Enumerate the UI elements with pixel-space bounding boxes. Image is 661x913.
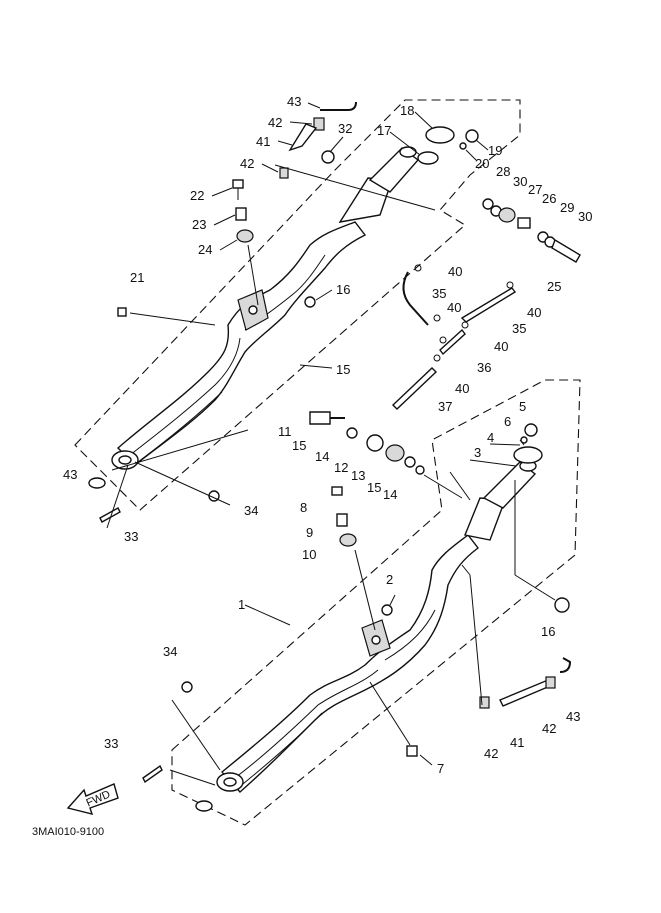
callout-42: 42 xyxy=(484,746,498,761)
callout-7: 7 xyxy=(437,761,444,776)
callout-5: 5 xyxy=(519,399,526,414)
callout-31: 30 xyxy=(513,174,527,189)
callout-43: 43 xyxy=(287,94,301,109)
callout-24: 22 xyxy=(190,188,204,203)
callout-41: 41 xyxy=(256,134,270,149)
callout-15: 15 xyxy=(367,480,381,495)
callout-38: 36 xyxy=(477,360,491,375)
callout-15: 15 xyxy=(292,438,306,453)
callout-11: 11 xyxy=(278,424,292,439)
callout-42: 42 xyxy=(240,156,254,171)
callout-31: 30 xyxy=(578,209,592,224)
callout-36: 35 xyxy=(512,321,526,336)
callout-35: 43 xyxy=(63,467,77,482)
callout-4: 4 xyxy=(487,430,494,445)
callout-21: 19 xyxy=(488,143,502,158)
callout-14: 14 xyxy=(383,487,397,502)
callout-39: 37 xyxy=(438,399,452,414)
callout-labels: 43 42 32 41 42 18 17 19 20 28 30 27 26 2… xyxy=(32,94,592,838)
callout-2: 2 xyxy=(386,572,393,587)
callout-37: 35 xyxy=(432,286,446,301)
callout-26: 24 xyxy=(198,242,212,257)
callout-42: 42 xyxy=(542,721,556,736)
callout-9: 9 xyxy=(306,525,313,540)
callout-18: 16 xyxy=(336,282,350,297)
callout-32: 32 xyxy=(338,121,352,136)
callout-23: 21 xyxy=(130,270,144,285)
callout-14: 14 xyxy=(315,449,329,464)
callout-40: 40 xyxy=(447,300,461,315)
lower-muffler-assembly xyxy=(171,379,581,826)
callout-6: 6 xyxy=(504,414,511,429)
callout-3: 3 xyxy=(474,445,481,460)
callout-12: 12 xyxy=(334,460,348,475)
callout-34: 34 xyxy=(244,503,258,518)
callout-28: 26 xyxy=(542,191,556,206)
callout-43: 43 xyxy=(566,709,580,724)
callout-19: 17 xyxy=(377,123,391,138)
callout-13: 13 xyxy=(351,468,365,483)
callout-40: 40 xyxy=(455,381,469,396)
callout-42: 42 xyxy=(268,115,282,130)
callout-8: 8 xyxy=(300,500,307,515)
callout-29: 27 xyxy=(528,182,542,197)
callout-27: 25 xyxy=(547,279,561,294)
callout-33: 33 xyxy=(124,529,138,544)
fastener-parts xyxy=(66,101,581,815)
callout-34: 34 xyxy=(163,644,177,659)
fwd-arrow-icon xyxy=(66,783,119,815)
callout-20: 18 xyxy=(400,103,414,118)
callout-22: 20 xyxy=(475,156,489,171)
callout-33: 33 xyxy=(104,736,118,751)
leader-lines xyxy=(106,102,556,786)
callout-25: 23 xyxy=(192,217,206,232)
fwd-label: FWD xyxy=(84,788,112,809)
callout-30: 29 xyxy=(560,200,574,215)
callout-10: 10 xyxy=(302,547,316,562)
callout-1: 1 xyxy=(238,597,245,612)
callout-40: 40 xyxy=(527,305,541,320)
callout-30: 28 xyxy=(496,164,510,179)
upper-muffler-assembly xyxy=(74,99,521,511)
callout-40: 40 xyxy=(448,264,462,279)
callout-17: 15 xyxy=(336,362,350,377)
callout-16: 16 xyxy=(541,624,555,639)
callout-40: 40 xyxy=(494,339,508,354)
callout-41: 41 xyxy=(510,735,524,750)
diagram-code: 3MAI010-9100 xyxy=(32,826,104,838)
